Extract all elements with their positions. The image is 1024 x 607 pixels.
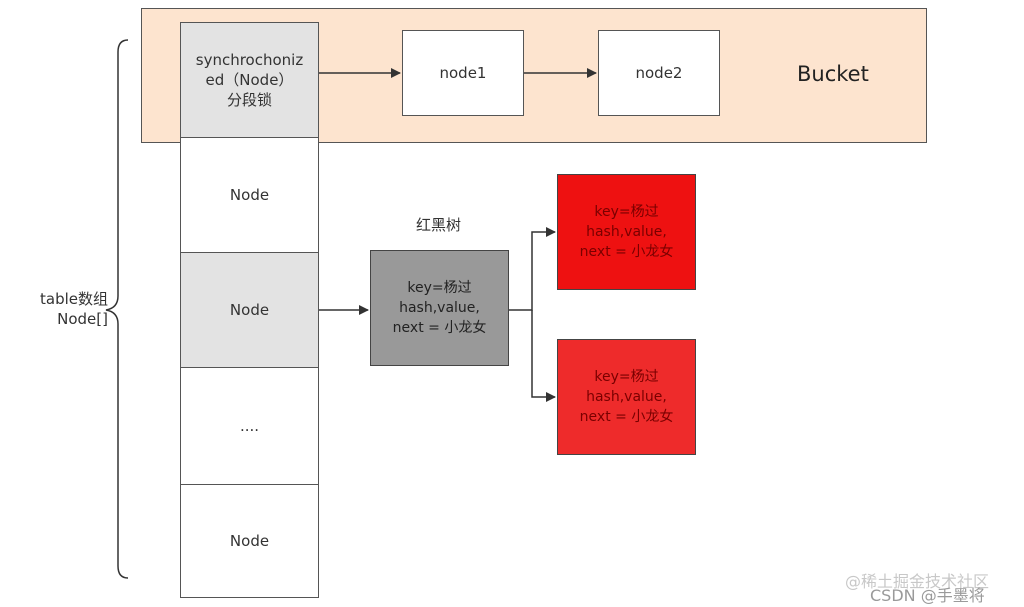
watermark-csdn: CSDN @手墨将 bbox=[870, 586, 985, 605]
table-cell-node-4: Node bbox=[180, 484, 319, 598]
table-cell-node-1: Node bbox=[180, 137, 319, 253]
tree-branch-upper bbox=[509, 227, 556, 311]
table-cell-ellipsis: .... bbox=[180, 367, 319, 485]
tree-child-node-1: key=杨过 hash,value, next = 小龙女 bbox=[557, 174, 696, 290]
tree-child-node-2: key=杨过 hash,value, next = 小龙女 bbox=[557, 339, 696, 455]
tree-root-node: key=杨过 hash,value, next = 小龙女 bbox=[370, 250, 509, 366]
chain-node-1: node1 bbox=[402, 30, 524, 116]
bucket-label: Bucket bbox=[797, 62, 869, 86]
tree-branch-lower bbox=[531, 310, 556, 402]
table-label: table数组 Node[] bbox=[40, 290, 108, 328]
tree-title: 红黑树 bbox=[416, 216, 462, 234]
watermark-juejin: @稀土掘金技术社区 bbox=[845, 572, 990, 591]
chain-node-2: node2 bbox=[598, 30, 720, 116]
table-cell-node-2: Node bbox=[180, 252, 319, 368]
table-brace bbox=[105, 39, 129, 579]
